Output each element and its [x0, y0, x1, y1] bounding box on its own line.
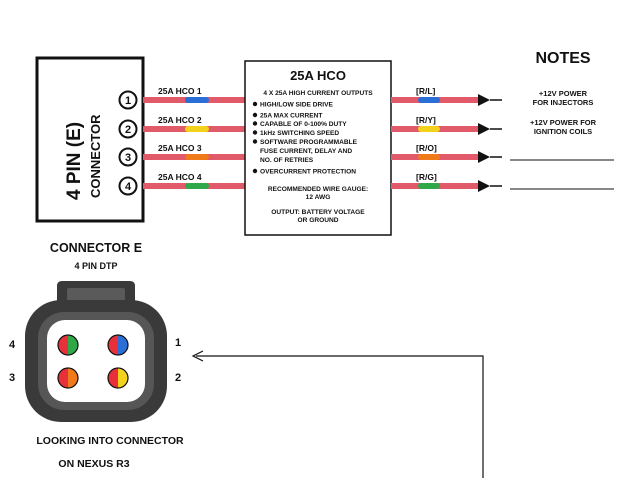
bullet-icon [252, 130, 258, 135]
hco-output-line1: OUTPUT: BATTERY VOLTAGE [271, 209, 365, 216]
pin-circle-4: 4 [118, 176, 138, 196]
wire-label-4: 25A HCO 4 [158, 172, 202, 182]
hco-subtitle: 4 X 25A HIGH CURRENT OUTPUTS [263, 90, 373, 97]
cavity-pin-3 [57, 367, 79, 389]
bullet-icon [252, 121, 258, 126]
arrow-right-icon [478, 123, 490, 135]
connector-view-title: CONNECTOR E [50, 241, 142, 255]
arrow-left-icon [191, 350, 204, 362]
wire-1-out [391, 94, 502, 106]
wire-stripe [185, 154, 209, 160]
pin-label-2: 2 [175, 372, 181, 384]
pin-circle-2: 2 [118, 119, 138, 139]
pin-circle-3: 3 [118, 147, 138, 167]
hco-feature: SOFTWARE PROGRAMMABLE [260, 139, 358, 146]
hco-feature: HIGH/LOW SIDE DRIVE [260, 102, 334, 109]
pin-number: 2 [125, 124, 131, 136]
pin-number: 4 [125, 181, 132, 193]
wire-code-3: [R/O] [416, 143, 437, 153]
hco-feature: NO. OF RETRIES [260, 157, 314, 164]
bullet-icon [252, 112, 258, 118]
hco-gauge-line2: 12 AWG [306, 194, 331, 201]
wire-stripe [418, 126, 440, 132]
wire-3-out [391, 151, 502, 163]
wire-code-4: [R/G] [416, 172, 437, 182]
hco-title: 25A HCO [290, 68, 346, 83]
connector-box-title: 4 PIN (E) [64, 122, 85, 200]
connector-view-caption-line1: LOOKING INTO CONNECTOR [36, 435, 184, 447]
wire-code-2: [R/Y] [416, 115, 436, 125]
hco-feature: OVERCURRENT PROTECTION [260, 169, 356, 176]
pin-label-1: 1 [175, 337, 181, 349]
pin-circle-1: 1 [118, 90, 138, 110]
wire-stripe [418, 97, 440, 103]
arrow-right-icon [478, 151, 490, 163]
connector-view-caption-line2: ON NEXUS R3 [58, 458, 129, 470]
wire-4-in [143, 183, 246, 189]
wire-3-in [143, 154, 246, 160]
hco-box [244, 60, 392, 236]
wire-stripe [185, 126, 209, 132]
wire-stripe [185, 97, 209, 103]
wire-4-out [391, 180, 502, 192]
hco-feature: CAPABLE OF 0-100% DUTY [260, 121, 347, 128]
wire-code-1: [R/L] [416, 86, 436, 96]
bullet-icon [252, 101, 258, 107]
pin-number: 1 [125, 95, 131, 107]
note-2-line2: IGNITION COILS [534, 127, 592, 136]
pin-number: 3 [125, 152, 131, 164]
hco-feature: FUSE CURRENT, DELAY AND [260, 148, 352, 155]
bullet-icon [252, 168, 258, 174]
note-1-line1: +12V POWER [539, 89, 588, 98]
connector-box-subtitle: CONNECTOR [88, 114, 103, 198]
hco-gauge-line1: RECOMMENDED WIRE GAUGE: [268, 186, 368, 193]
wire-stripe [418, 154, 440, 160]
pin-label-4: 4 [9, 339, 16, 351]
arrow-right-icon [478, 94, 490, 106]
wire-2-out [391, 123, 502, 135]
connector-housing [25, 281, 167, 422]
hco-feature: 1kHz SWITCHING SPEED [260, 130, 339, 137]
wire-stripe [185, 183, 209, 189]
pin-label-3: 3 [9, 372, 15, 384]
note-2-line1: +12V POWER FOR [530, 118, 597, 127]
connector-view-subtitle: 4 PIN DTP [74, 261, 117, 271]
arrow-right-icon [478, 180, 490, 192]
note-1-line2: FOR INJECTORS [533, 98, 594, 107]
cavity-pin-1 [107, 334, 129, 356]
wire-2-in [143, 126, 246, 132]
wire-1-in [143, 97, 246, 103]
bullet-icon [252, 139, 258, 144]
wire-label-3: 25A HCO 3 [158, 143, 202, 153]
hco-output-line2: OR GROUND [297, 217, 338, 224]
notes-heading: NOTES [535, 50, 590, 67]
cavity-pin-4 [57, 334, 79, 356]
hco-feature-list: HIGH/LOW SIDE DRIVE 25A MAX CURRENT CAPA… [252, 101, 358, 176]
wire-stripe [418, 183, 440, 189]
hco-feature: 25A MAX CURRENT [260, 113, 322, 120]
leader-line [191, 350, 484, 478]
cavity-pin-2 [107, 367, 129, 389]
wire-label-2: 25A HCO 2 [158, 115, 202, 125]
wire-label-1: 25A HCO 1 [158, 86, 202, 96]
